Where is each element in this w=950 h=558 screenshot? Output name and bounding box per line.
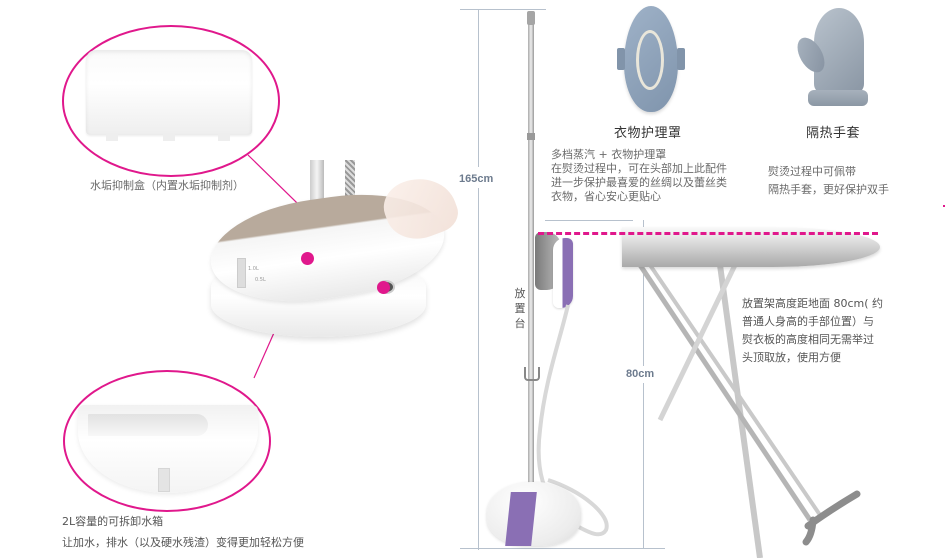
glove-desc-1: 熨烫过程中可佩带 [768,165,856,178]
board-height-line [643,220,644,366]
scale-box-tab [163,133,175,141]
water-level-window [237,258,246,288]
base-unit-image: 1.0L 0.5L [204,160,464,350]
glove-title: 隔热手套 [806,126,861,141]
callout-dot-scale-box [377,281,390,294]
garment-cover-desc-2: 在熨烫过程中，可在头部加上此配件 [551,162,727,175]
water-tank-basin [88,414,208,436]
holder-label: 放 置 台 [513,286,527,331]
hose-hook [524,367,540,381]
water-tank-window [158,468,170,492]
board-height-label: 80cm [626,368,655,380]
cover-side-tab [617,48,625,70]
scale-box-image [86,50,252,135]
top-dimension-line [460,9,546,10]
water-tank-label-2: 让加水，排水（以及硬水残渣）变得更加轻松方便 [62,536,304,549]
garment-cover-desc-3: 进一步保护最喜爱的丝绸以及蕾丝类 [551,176,727,189]
stand-pole [528,12,534,522]
garment-cover-desc-1: 多档蒸汽 + 衣物护理罩 [551,148,667,161]
callout-dot-water-tank [301,252,314,265]
garment-cover-desc-4: 衣物，省心安心更贴心 [551,190,661,203]
cover-inner-ring [636,30,664,90]
garment-cover-title: 衣物护理罩 [614,126,682,141]
scale-box-tab [218,133,230,141]
gauge-mark-05l: 0.5L [255,277,266,283]
garment-cover-image [624,6,678,112]
height-alignment-dashed-line [538,232,878,235]
board-dimension-top-line [545,220,633,221]
stand-height-label: 165cm [459,173,494,185]
water-tank-callout-ellipse [63,370,271,512]
stand-height-line-lower [478,188,479,550]
glove-body [814,8,864,94]
scale-box-tab [106,133,118,141]
base-hose [345,160,355,215]
stand-height-line-upper [478,9,479,167]
holder-label-char: 放 [514,287,526,300]
glove-cuff [808,90,868,106]
cover-side-tab [677,48,685,70]
board-desc-4: 头顶取放，使用方便 [742,351,841,364]
glove-desc-2: 隔热手套，更好保护双手 [768,183,889,196]
glove-image [791,8,870,108]
board-desc-2: 普通人身高的手部位置）与 [742,315,874,328]
board-desc-1: 放置架高度距地面 80cm( 约 [742,297,884,310]
scale-box-label: 水垢抑制盒（内置水垢抑制剂） [90,179,244,192]
holder-label-char: 台 [514,317,526,330]
water-tank-label-1: 2L容量的可拆卸水箱 [62,515,164,528]
gauge-mark-1l: 1.0L [248,266,259,272]
board-height-line-lower [643,383,644,548]
holder-label-char: 置 [514,302,526,315]
iron-handle [553,238,573,308]
decorative-dot [943,205,945,207]
stand-top-hook [527,11,535,25]
stand-clamp [527,133,535,140]
board-desc-3: 熨衣板的高度相同无需举过 [742,333,874,346]
scale-box-callout-ellipse [62,25,280,177]
floor-line [460,548,665,549]
